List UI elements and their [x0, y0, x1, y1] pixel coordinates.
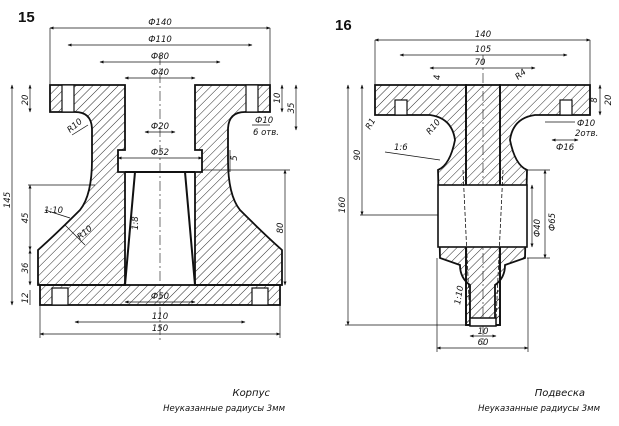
dim-w105: 105	[475, 45, 491, 55]
bore-region	[437, 184, 528, 248]
dim-d140: Ф140	[148, 18, 172, 28]
dim-h5: 5	[230, 155, 240, 160]
figure-15: 15	[3, 9, 298, 414]
hole-right	[245, 84, 259, 113]
hole-right	[559, 99, 573, 116]
body-section-right	[194, 84, 283, 286]
dim-h4: 4	[433, 75, 443, 80]
dim-w10: 10	[478, 327, 489, 337]
dim-taper: 1:8	[131, 216, 141, 230]
dim-d110: Ф110	[148, 35, 172, 45]
dim-h20: 20	[21, 95, 31, 106]
dim-h80: 80	[276, 223, 286, 234]
dim-holes-count: 2отв.	[575, 129, 598, 139]
dim-w140: 140	[475, 30, 491, 40]
dim-d65: Ф65	[548, 213, 558, 231]
dim-r4: R4	[514, 67, 529, 82]
dim-h20: 20	[604, 95, 614, 106]
dim-r10: R10	[425, 118, 443, 137]
hole-left	[61, 84, 75, 113]
caption-title: Подвеска	[535, 388, 585, 399]
dim-slope: 1:10	[44, 206, 63, 216]
dim-h160: 160	[338, 197, 348, 213]
figure-number: 16	[335, 17, 352, 34]
dim-h10: 10	[273, 93, 283, 104]
dim-d52: Ф52	[151, 148, 169, 158]
recess-right	[251, 287, 269, 306]
leader-line	[44, 209, 71, 219]
dim-w150: 150	[152, 324, 168, 334]
dim-taper: 1:6	[394, 143, 408, 153]
dim-h36: 36	[21, 262, 31, 273]
dim-w70: 70	[475, 58, 486, 68]
caption-title: Корпус	[232, 388, 270, 399]
recess-left	[51, 287, 69, 306]
leader-line	[71, 124, 89, 136]
dim-d50: Ф50	[151, 292, 169, 302]
dim-d80: Ф80	[151, 52, 169, 62]
dim-w110: 110	[152, 312, 168, 322]
dim-h35: 35	[287, 103, 297, 114]
dim-d20: Ф20	[151, 122, 169, 132]
leader-line	[64, 224, 86, 246]
tip	[469, 317, 497, 327]
dim-w60: 60	[478, 338, 489, 348]
dim-hole: Ф10	[255, 116, 273, 126]
dim-h12: 12	[21, 293, 31, 304]
caption-note: Неуказанные радиусы 3мм	[163, 404, 285, 414]
dim-h45: 45	[21, 213, 31, 224]
figure-16: 16	[335, 17, 614, 414]
hidden-line	[495, 169, 504, 321]
cone-bore	[124, 171, 196, 286]
hole-left	[394, 99, 408, 116]
dim-h145: 145	[3, 192, 13, 208]
dim-d40: Ф40	[533, 219, 543, 237]
caption-note: Неуказанные радиусы 3мм	[478, 404, 600, 414]
hidden-line	[462, 169, 471, 321]
dim-r1: R1	[364, 117, 378, 132]
dim-slope: 1:10	[453, 285, 466, 306]
dim-d40: Ф40	[151, 68, 169, 78]
dim-r10-top: R10	[66, 117, 85, 135]
dim-d16: Ф16	[556, 143, 575, 153]
figure-number: 15	[18, 9, 35, 26]
dim-h8: 8	[590, 97, 600, 103]
dim-h90: 90	[353, 150, 363, 161]
dim-hole: Ф10	[577, 119, 595, 129]
dim-holes-count: 6 отв.	[253, 128, 279, 138]
leader-line	[384, 151, 441, 161]
bottom-flange	[39, 284, 281, 306]
